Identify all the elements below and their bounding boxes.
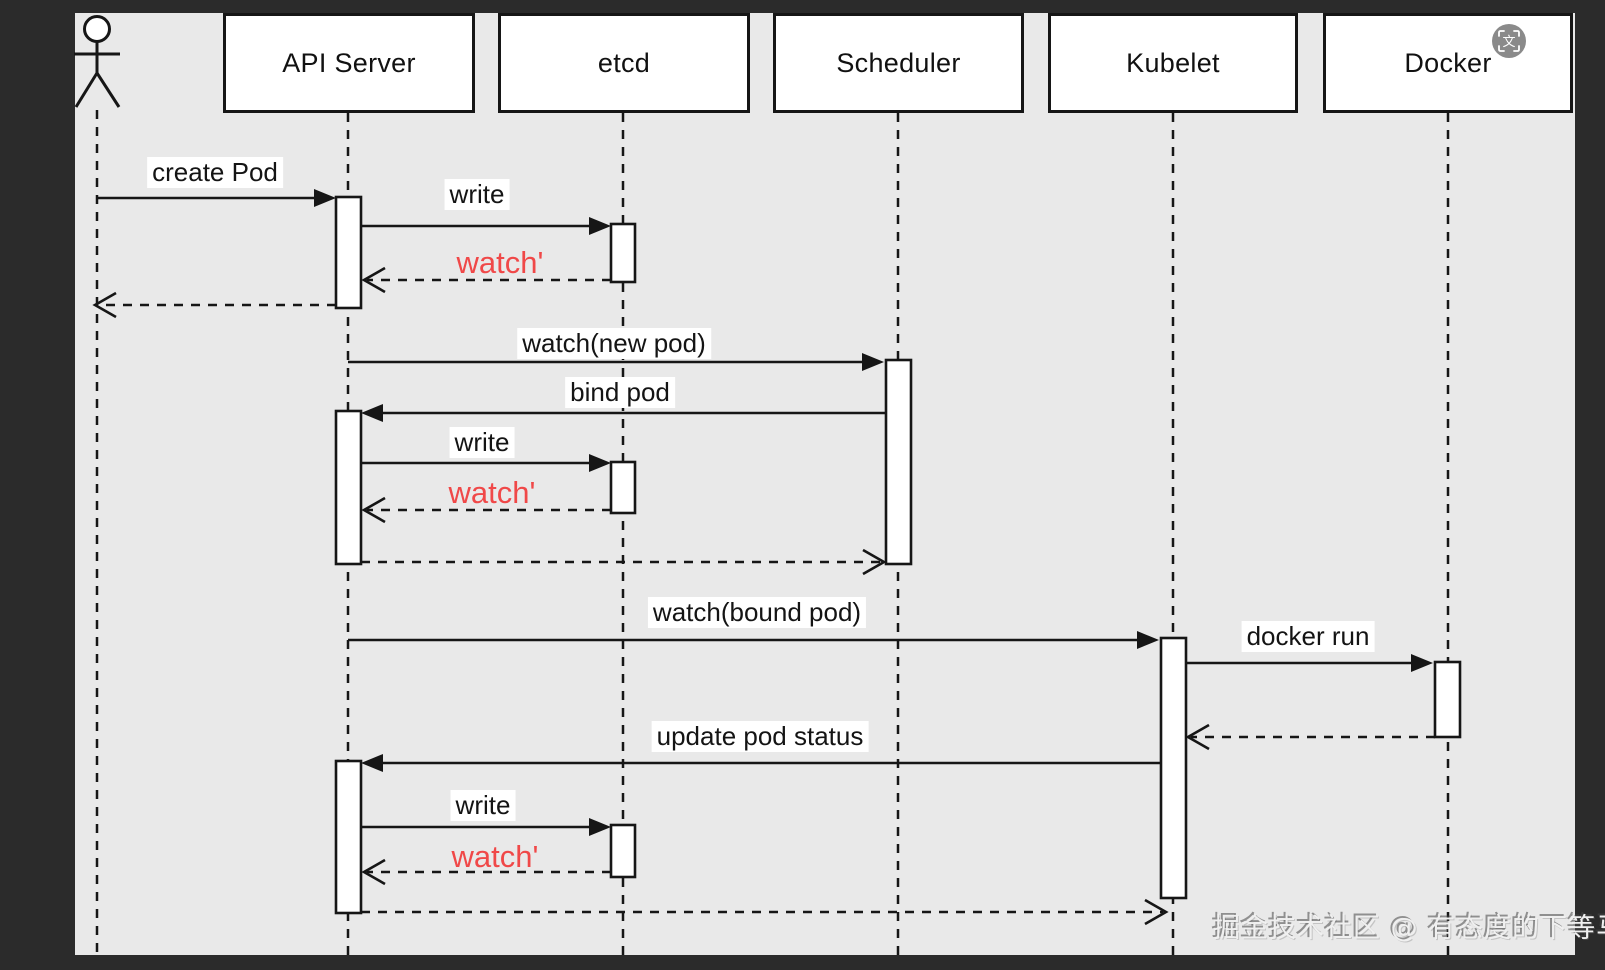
actor-leg-left bbox=[74, 72, 99, 108]
arrowhead-watch-new-pod bbox=[862, 353, 884, 371]
arrowhead-bind-pod bbox=[361, 404, 383, 422]
message-label-write-1: write bbox=[444, 179, 510, 210]
participant-label: Kubelet bbox=[1126, 47, 1220, 78]
message-label-update-pod-status: update pod status bbox=[651, 721, 869, 752]
arrowhead-write-3 bbox=[589, 818, 611, 836]
arrowhead-watch-2 bbox=[361, 496, 386, 524]
message-label-watch-bound-pod: watch(bound pod) bbox=[647, 597, 867, 628]
message-label-write-2: write bbox=[449, 427, 515, 458]
participant-label: Scheduler bbox=[836, 47, 961, 78]
etcd-activation-3 bbox=[609, 823, 637, 879]
arrowhead-return-to-actor bbox=[92, 291, 117, 319]
arrowhead-watch-bound-pod bbox=[1137, 631, 1159, 649]
scan-translate-icon: 文 bbox=[1498, 30, 1520, 52]
message-label-watch-new-pod: watch(new pod) bbox=[517, 328, 711, 359]
participant-label: Docker bbox=[1404, 47, 1492, 78]
message-label-docker-run: docker run bbox=[1241, 621, 1375, 652]
message-label-write-3: write bbox=[450, 790, 516, 821]
arrowhead-docker-run bbox=[1411, 654, 1433, 672]
arrowhead-watch-1 bbox=[361, 266, 386, 294]
etcd-activation-2 bbox=[609, 460, 637, 515]
participant-box-kubelet: Kubelet bbox=[1048, 13, 1298, 113]
arrowhead-write-2 bbox=[589, 454, 611, 472]
actor-head bbox=[83, 15, 111, 43]
participant-box-etcd: etcd bbox=[498, 13, 750, 113]
api-activation-2 bbox=[334, 409, 363, 566]
scan-translate-button[interactable]: 文 bbox=[1492, 24, 1526, 58]
arrowhead-return-to-kubelet-1 bbox=[1185, 723, 1210, 751]
arrowhead-write-1 bbox=[589, 217, 611, 235]
annotation-label-watch-1: watch' bbox=[456, 245, 544, 280]
scheduler-activation bbox=[884, 358, 913, 566]
arrowhead-return-to-scheduler bbox=[862, 548, 887, 576]
participant-box-docker: Docker bbox=[1323, 13, 1573, 113]
svg-text:文: 文 bbox=[1502, 35, 1515, 50]
annotation-label-watch-3: watch' bbox=[451, 839, 539, 874]
watermark-text: 掘金技术社区 @ 有态度的下等马 bbox=[1213, 913, 1605, 944]
arrowhead-watch-3 bbox=[361, 858, 386, 886]
arrowhead-create-pod bbox=[314, 189, 336, 207]
arrowhead-update-pod-status bbox=[361, 754, 383, 772]
participant-label: API Server bbox=[282, 47, 416, 78]
annotation-label-watch-2: watch' bbox=[448, 475, 536, 510]
message-label-bind-pod: bind pod bbox=[565, 377, 675, 408]
api-activation-1 bbox=[334, 195, 363, 310]
participant-box-api-server: API Server bbox=[223, 13, 475, 113]
api-activation-3 bbox=[334, 759, 363, 915]
message-label-create-pod: create Pod bbox=[147, 157, 283, 188]
docker-activation bbox=[1433, 660, 1462, 739]
diagram-canvas bbox=[75, 13, 1575, 955]
participant-label: etcd bbox=[597, 47, 651, 78]
actor-leg-right bbox=[95, 72, 121, 108]
arrowhead-return-to-kubelet-2 bbox=[1144, 898, 1169, 926]
participant-box-scheduler: Scheduler bbox=[773, 13, 1024, 113]
kubelet-activation bbox=[1159, 636, 1188, 900]
etcd-activation-1 bbox=[609, 222, 637, 284]
